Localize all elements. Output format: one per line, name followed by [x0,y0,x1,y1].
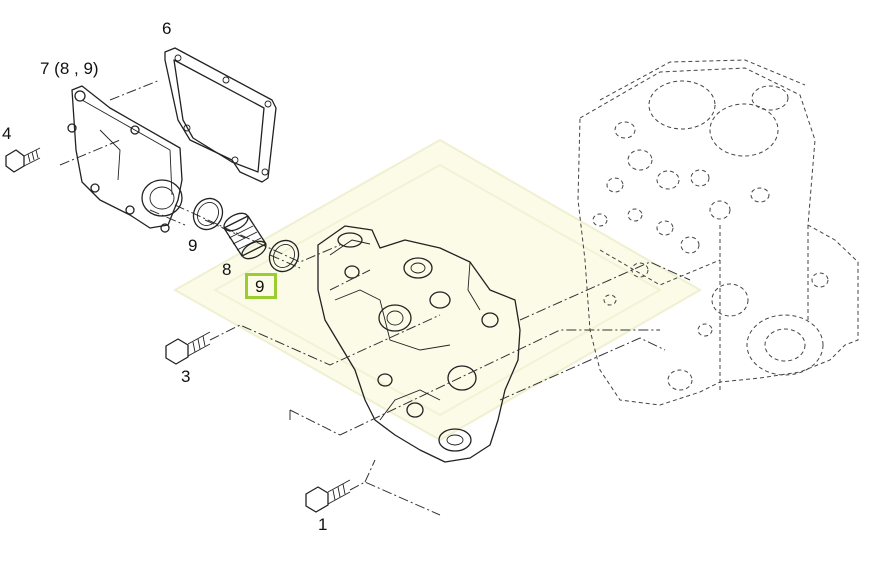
assembly-lines [59,79,691,516]
cover-part-7 [67,85,183,233]
bolt-part-3 [165,331,211,365]
callout-3: 3 [181,367,190,386]
callout-9-upper: 9 [188,236,197,255]
bolt-part-4 [5,147,41,173]
callout-8: 8 [222,260,231,279]
callout-1: 1 [318,515,327,534]
bolt-part-1 [305,479,351,513]
o-ring-part-9-upper [192,197,224,231]
highlight-box [245,273,277,299]
engine-block [577,59,859,406]
callout-9-highlighted[interactable]: 9 [255,277,265,296]
watermark [172,138,703,442]
callout-6: 6 [162,19,171,38]
gear-case [317,225,521,463]
gasket-part-6 [164,47,277,183]
o-ring-part-9-lower [268,239,300,273]
callout-7: 7 (8 , 9) [40,59,99,78]
bushing-part-8 [223,212,267,260]
callout-4: 4 [2,124,11,143]
